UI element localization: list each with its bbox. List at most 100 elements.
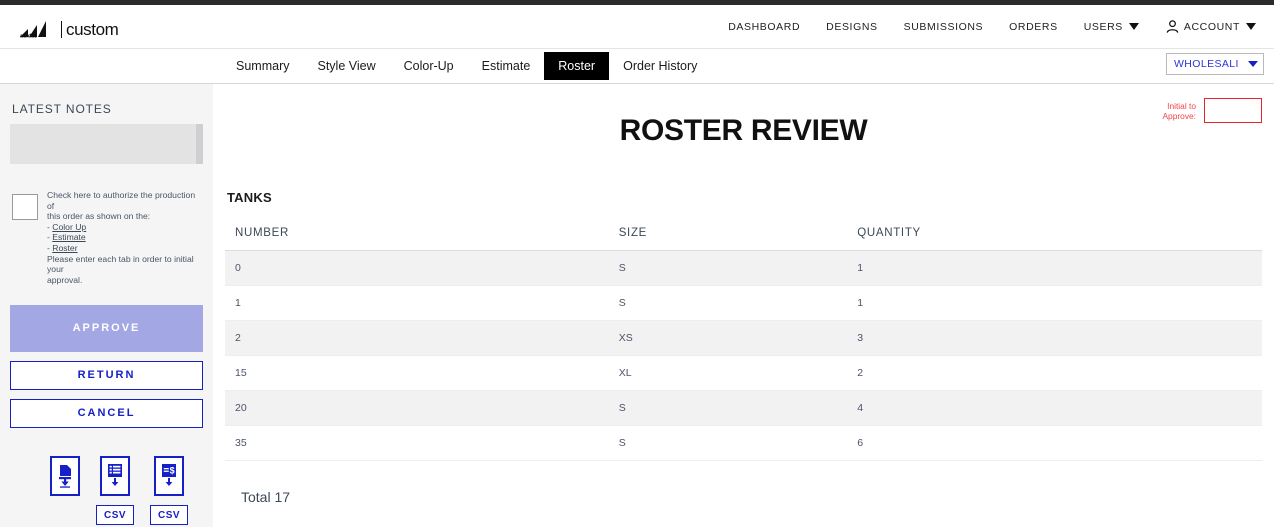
download-roster-csv-button[interactable] <box>100 456 130 497</box>
table-row: 0 S 1 <box>225 250 1262 286</box>
page-body: LATEST NOTES Check here to authorize the… <box>0 84 1274 527</box>
tab-summary[interactable]: Summary <box>222 49 303 83</box>
tab-label: Style View <box>317 59 376 73</box>
download-document-button[interactable] <box>50 456 80 497</box>
link-prefix: - <box>47 232 50 243</box>
cell-number: 35 <box>225 425 609 461</box>
auth-link-row-color-up: - Color Up <box>47 222 203 233</box>
nav-item-users[interactable]: USERS <box>1084 21 1139 33</box>
download-document-group <box>50 456 80 525</box>
return-button[interactable]: RETURN <box>10 361 203 391</box>
tab-label: Summary <box>236 59 290 73</box>
download-buttons-row: CSV $ CSV <box>10 456 203 526</box>
nav-label: DASHBOARD <box>728 20 801 33</box>
cell-size: S <box>608 390 848 426</box>
tab-style-view[interactable]: Style View <box>303 49 389 83</box>
link-roster[interactable]: Roster <box>52 242 78 253</box>
auth-link-row-roster: - Roster <box>47 243 203 254</box>
page-title: ROSTER REVIEW <box>619 114 868 147</box>
link-prefix: - <box>47 221 50 232</box>
left-sidebar: LATEST NOTES Check here to authorize the… <box>0 84 213 527</box>
download-price-csv-group: $ CSV <box>150 456 188 526</box>
table-row: 1 S 1 <box>225 285 1262 321</box>
tab-order-history[interactable]: Order History <box>609 49 711 83</box>
chevron-down-icon <box>1128 23 1139 30</box>
cell-quantity: 4 <box>847 390 1262 426</box>
cell-number: 1 <box>225 285 609 321</box>
table-row: 15 XL 2 <box>225 355 1262 391</box>
tab-estimate[interactable]: Estimate <box>468 49 545 83</box>
tab-label: Color-Up <box>403 59 454 73</box>
svg-text:$: $ <box>170 466 175 476</box>
roster-total: Total 17 <box>241 489 291 505</box>
order-type-value: WHOLESALI <box>1174 58 1239 70</box>
cell-quantity: 2 <box>847 355 1262 391</box>
svg-text:adidas: adidas <box>20 33 37 37</box>
authorization-text: Check here to authorize the production o… <box>47 188 203 285</box>
price-download-icon: $ <box>162 464 176 487</box>
nav-item-dashboard[interactable]: DASHBOARD <box>728 21 800 33</box>
download-price-csv-button[interactable]: $ <box>154 456 184 497</box>
nav-label: ORDERS <box>1009 20 1058 33</box>
approve-button[interactable]: APPROVE <box>10 305 203 353</box>
cell-number: 0 <box>225 250 609 286</box>
nav-label: USERS <box>1083 20 1123 33</box>
column-header-quantity: QUANTITY <box>847 227 1262 251</box>
initial-to-approve-block: Initial to Approve: <box>1162 98 1262 123</box>
cell-size: S <box>608 285 848 321</box>
adidas-custom-logo[interactable]: adidas custom <box>18 16 119 38</box>
link-color-up[interactable]: Color Up <box>52 221 87 232</box>
tab-roster[interactable]: Roster <box>544 52 610 80</box>
nav-item-submissions[interactable]: SUBMISSIONS <box>904 21 984 33</box>
latest-notes-title: LATEST NOTES <box>12 102 112 116</box>
roster-csv-button[interactable]: CSV <box>96 505 134 526</box>
cell-number: 15 <box>225 355 609 391</box>
person-icon <box>1166 20 1179 33</box>
authorization-block: Check here to authorize the production o… <box>10 188 203 285</box>
roster-table: NUMBER SIZE QUANTITY 0 S 1 1 S 1 2 <box>225 227 1262 461</box>
nav-item-orders[interactable]: ORDERS <box>1009 21 1058 33</box>
chevron-down-icon <box>1246 23 1256 30</box>
order-tab-bar: Summary Style View Color-Up Estimate Ros… <box>0 49 1274 84</box>
authorize-checkbox[interactable] <box>12 194 38 220</box>
initial-to-approve-label: Initial to Approve: <box>1162 101 1196 121</box>
section-title-tanks: TANKS <box>227 190 272 205</box>
nav-item-account[interactable]: ACCOUNT <box>1165 19 1256 34</box>
link-estimate[interactable]: Estimate <box>52 232 86 243</box>
logo-word: custom <box>61 20 119 38</box>
table-row: 35 S 6 <box>225 425 1262 461</box>
top-accent-strip <box>0 0 1274 5</box>
price-csv-button[interactable]: CSV <box>150 505 188 526</box>
nav-label: SUBMISSIONS <box>903 20 984 33</box>
notes-scrollbar[interactable] <box>196 124 203 164</box>
cell-size: S <box>608 250 848 286</box>
order-type-select[interactable]: WHOLESALI <box>1166 53 1264 75</box>
table-row: 20 S 4 <box>225 390 1262 426</box>
roster-table-head: NUMBER SIZE QUANTITY <box>225 227 1262 251</box>
auth-line-1: Check here to authorize the production o… <box>47 190 196 211</box>
cell-quantity: 1 <box>847 285 1262 321</box>
cell-quantity: 3 <box>847 320 1262 356</box>
latest-notes-textarea[interactable] <box>10 124 203 164</box>
auth-line-2: this order as shown on the: <box>47 211 151 222</box>
tab-color-up[interactable]: Color-Up <box>390 49 468 83</box>
initial-to-approve-input[interactable] <box>1204 98 1262 123</box>
chevron-down-icon <box>1248 61 1258 67</box>
main-content: Initial to Approve: ROSTER REVIEW TANKS … <box>213 84 1274 527</box>
cell-size: S <box>608 425 848 461</box>
cell-number: 2 <box>225 320 609 356</box>
nav-item-designs[interactable]: DESIGNS <box>826 21 877 33</box>
download-roster-csv-group: CSV <box>96 456 134 526</box>
roster-table-body: 0 S 1 1 S 1 2 XS 3 15 XL 2 <box>225 250 1262 461</box>
tab-label: Roster <box>558 59 596 73</box>
cancel-button[interactable]: CANCEL <box>10 399 203 429</box>
cell-size: XL <box>608 355 848 391</box>
link-prefix: - <box>47 242 50 253</box>
cell-size: XS <box>608 320 848 356</box>
cell-quantity: 1 <box>847 250 1262 286</box>
tab-label: Order History <box>623 59 698 73</box>
column-header-number: NUMBER <box>225 227 609 251</box>
document-download-icon <box>59 465 71 489</box>
initial-label-line-2: Approve: <box>1162 110 1196 121</box>
auth-footer-2: approval. <box>47 274 83 285</box>
